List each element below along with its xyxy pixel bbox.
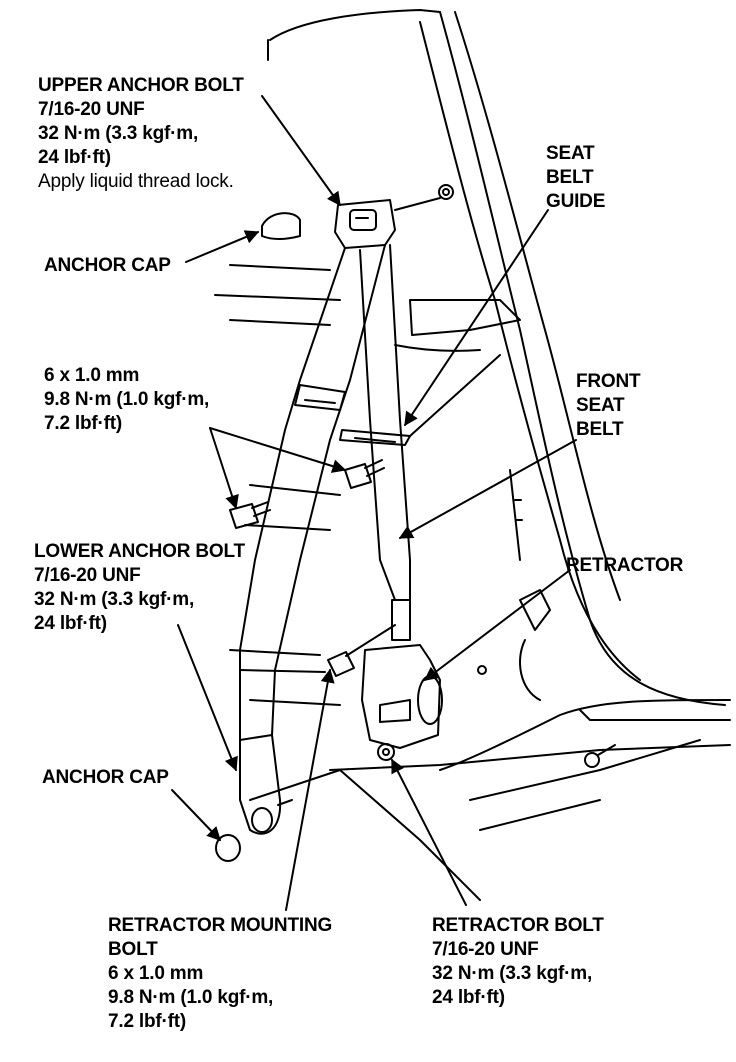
anchor-cap-lower-callout: ANCHOR CAP (42, 766, 169, 790)
anchor-cap-upper-title: ANCHOR CAP (44, 255, 171, 276)
upper-bolt-spec-size: 6 x 1.0 mm (44, 365, 140, 386)
upper-bolt-spec-torque-2: 7.2 lbf·ft) (44, 413, 123, 434)
upper-anchor-bolt-torque-2: 24 lbf·ft) (38, 147, 111, 168)
body-outline (214, 9, 731, 901)
anchor-cap-upper-shape (261, 212, 301, 240)
retractor-callout: RETRACTOR (566, 554, 683, 578)
upper-anchor-bolt-callout: UPPER ANCHOR BOLT 7/16-20 UNF 32 N·m (3.… (38, 74, 244, 194)
seat-belt-guide-line1: SEAT (546, 143, 595, 164)
upper-bolt-spec-torque-1: 9.8 N·m (1.0 kgf·m, (44, 389, 210, 410)
seat-belt-guide-line2: BELT (546, 167, 594, 188)
anchor-cap-lower-title: ANCHOR CAP (42, 767, 169, 788)
lower-anchor-bolt-callout: LOWER ANCHOR BOLT 7/16-20 UNF 32 N·m (3.… (34, 540, 245, 636)
retractor-mounting-bolt-callout: RETRACTOR MOUNTING BOLT 6 x 1.0 mm 9.8 N… (108, 914, 332, 1034)
seat-belt-guide-line3: GUIDE (546, 191, 606, 212)
anchor-cap-lower-shape (215, 834, 241, 862)
retractor-bolt-thread: 7/16-20 UNF (432, 939, 539, 960)
retractor-mounting-bolt-torque-1: 9.8 N·m (1.0 kgf·m, (108, 987, 274, 1008)
lower-anchor (239, 734, 293, 835)
upper-anchor-bolt-thread: 7/16-20 UNF (38, 99, 145, 120)
anchor-cap-upper-callout: ANCHOR CAP (44, 254, 171, 278)
retractor-title: RETRACTOR (566, 555, 684, 576)
lower-anchor-bolt-torque-1: 32 N·m (3.3 kgf·m, (34, 589, 195, 610)
leader-lines (171, 95, 577, 911)
retractor-bolt-torque-2: 24 lbf·ft) (432, 987, 505, 1008)
retractor-mounting-bolt-line2: BOLT (108, 939, 158, 960)
front-seat-belt-line3: BELT (576, 419, 624, 440)
upper-anchor-bolt-note: Apply liquid thread lock. (38, 171, 234, 192)
upper-bolts (229, 459, 385, 529)
belt-webbing (239, 244, 411, 741)
retractor-shape (327, 599, 616, 768)
retractor-bolt-callout: RETRACTOR BOLT 7/16-20 UNF 32 N·m (3.3 k… (432, 914, 604, 1010)
retractor-mounting-bolt-size: 6 x 1.0 mm (108, 963, 204, 984)
retractor-mounting-bolt-torque-2: 7.2 lbf·ft) (108, 1011, 187, 1032)
upper-anchor-bolt-torque-1: 32 N·m (3.3 kgf·m, (38, 123, 199, 144)
upper-bolt-spec-callout: 6 x 1.0 mm 9.8 N·m (1.0 kgf·m, 7.2 lbf·f… (44, 364, 209, 436)
lower-anchor-bolt-title: LOWER ANCHOR BOLT (34, 541, 245, 562)
front-seat-belt-line2: SEAT (576, 395, 625, 416)
retractor-mounting-bolt-line1: RETRACTOR MOUNTING (108, 915, 333, 936)
lower-anchor-bolt-thread: 7/16-20 UNF (34, 565, 141, 586)
seat-belt-guide-callout: SEAT BELT GUIDE (546, 142, 605, 214)
upper-anchor-bolt-title: UPPER ANCHOR BOLT (38, 75, 244, 96)
retractor-bolt-torque-1: 32 N·m (3.3 kgf·m, (432, 963, 593, 984)
seat-belt-guide-shape (339, 354, 501, 446)
lower-anchor-bolt-torque-2: 24 lbf·ft) (34, 613, 107, 634)
front-seat-belt-callout: FRONT SEAT BELT (576, 370, 641, 442)
upper-anchor (334, 184, 454, 249)
front-seat-belt-line1: FRONT (576, 371, 641, 392)
retractor-bolt-title: RETRACTOR BOLT (432, 915, 604, 936)
